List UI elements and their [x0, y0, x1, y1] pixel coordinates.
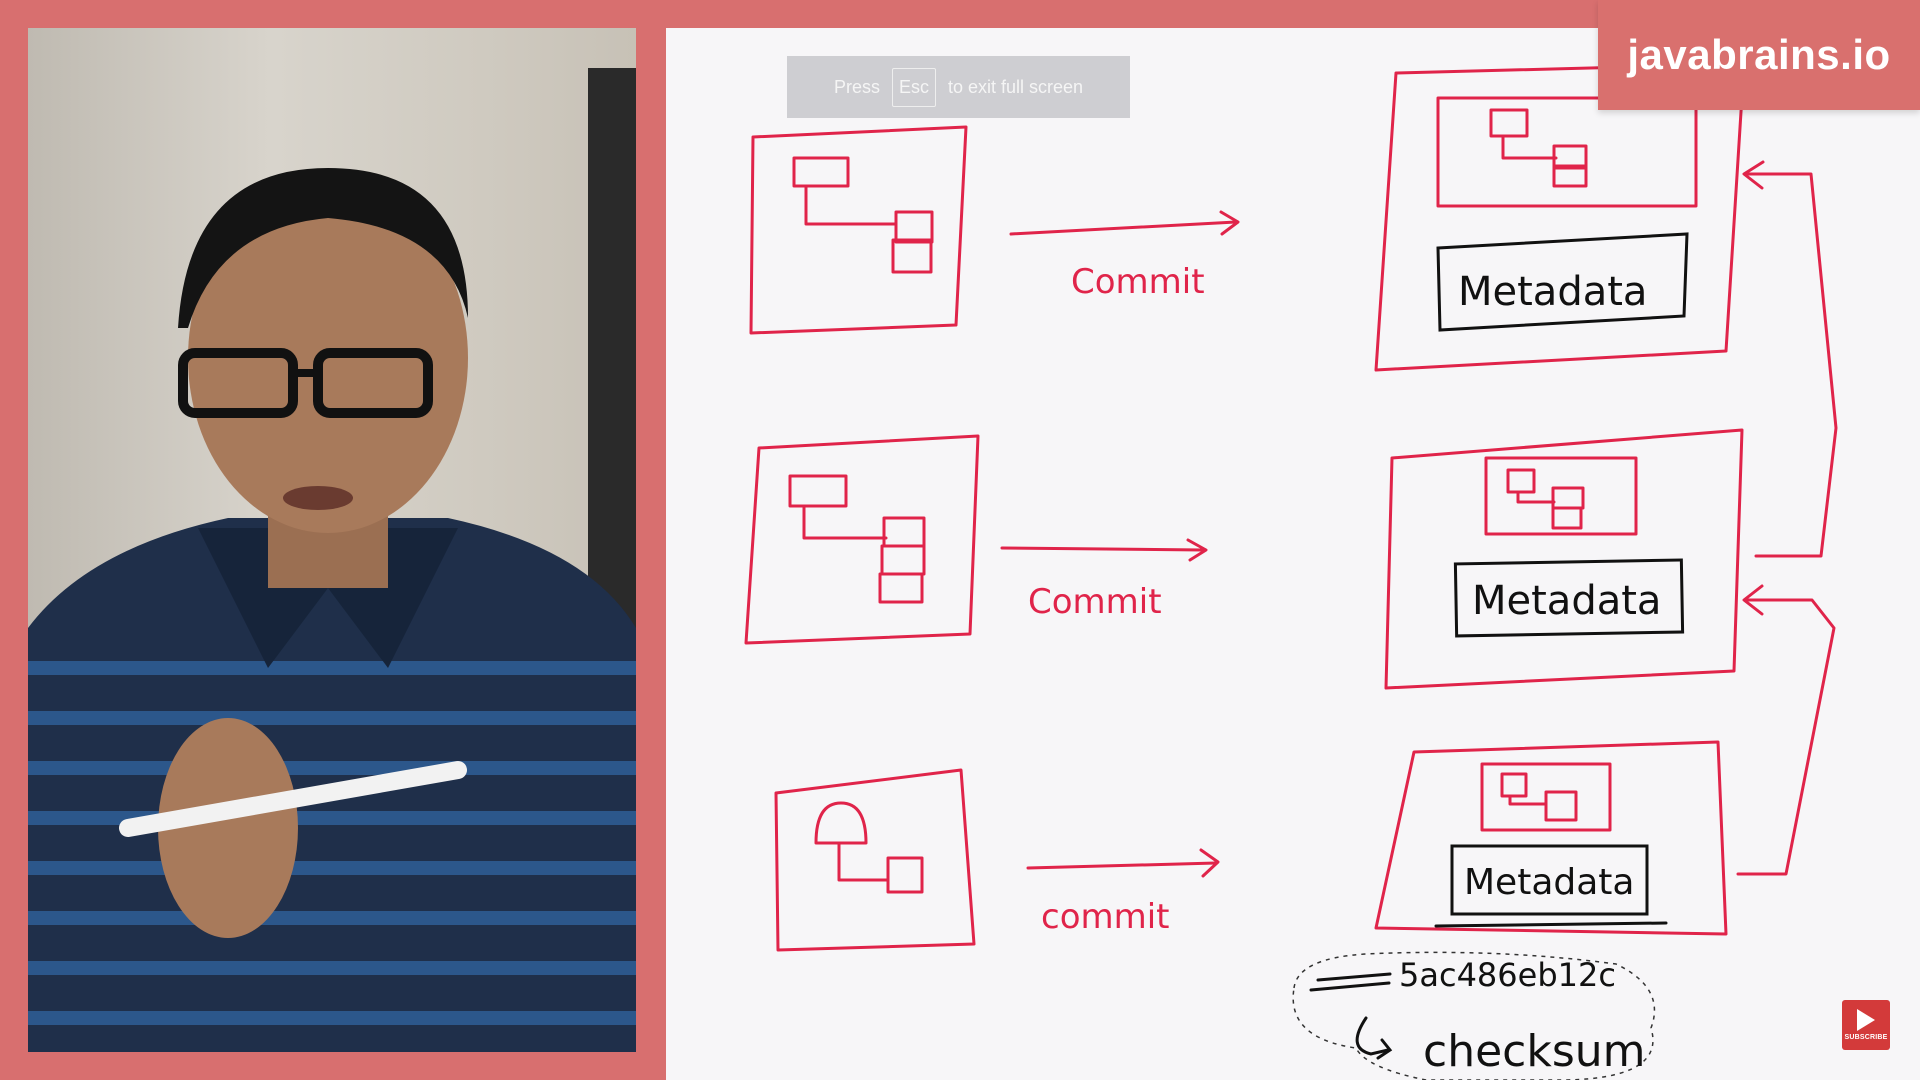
parent-pointer-1 [1744, 172, 1838, 558]
commit-object-2 [1384, 428, 1744, 690]
file-snapshot-1 [749, 125, 968, 335]
metadata-box-3 [1450, 844, 1649, 916]
commit-label-2: Commit [1028, 582, 1162, 622]
commit-label-1: Commit [1071, 262, 1205, 302]
metadata-label-3: Metadata [1464, 862, 1634, 903]
hint-suffix: to exit full screen [947, 76, 1084, 97]
commit-arrow-3 [1026, 861, 1218, 870]
metadata-label-2: Metadata [1472, 578, 1661, 624]
fullscreen-exit-hint: Press Esc to exit full screen [787, 56, 1130, 118]
subscribe-button[interactable]: SUBSCRIBE [1842, 1000, 1890, 1050]
subscribe-label: SUBSCRIBE [1844, 1034, 1888, 1041]
whiteboard: Commit Commit commit Metadata Metadata M… [666, 28, 1920, 1080]
parent-pointer-2 [1736, 598, 1836, 876]
checksum-label: checksum [1423, 1026, 1646, 1077]
metadata-box-2 [1453, 558, 1685, 638]
commit-label-3: commit [1041, 897, 1170, 937]
presenter-video [28, 28, 636, 1052]
file-snapshot-3 [774, 768, 976, 952]
commit-arrow-1 [1009, 220, 1238, 236]
checksum-cloud [1292, 951, 1656, 1080]
whiteboard-drawing: Commit Commit commit Metadata Metadata M… [744, 62, 1838, 1080]
commit-object-3 [1374, 740, 1728, 936]
metadata-label-1: Metadata [1458, 269, 1647, 315]
hint-prefix: Press [833, 76, 880, 97]
commit-arrow-2 [1000, 546, 1205, 552]
metadata-box-1 [1436, 232, 1689, 332]
file-snapshot-2 [744, 434, 980, 645]
presenter-illustration [28, 68, 636, 1052]
brand-logo[interactable]: javabrains.io [1598, 0, 1920, 110]
hash-label: 5ac486eb12c [1399, 956, 1616, 994]
esc-key: Esc [891, 67, 936, 107]
play-icon [1857, 1009, 1875, 1031]
